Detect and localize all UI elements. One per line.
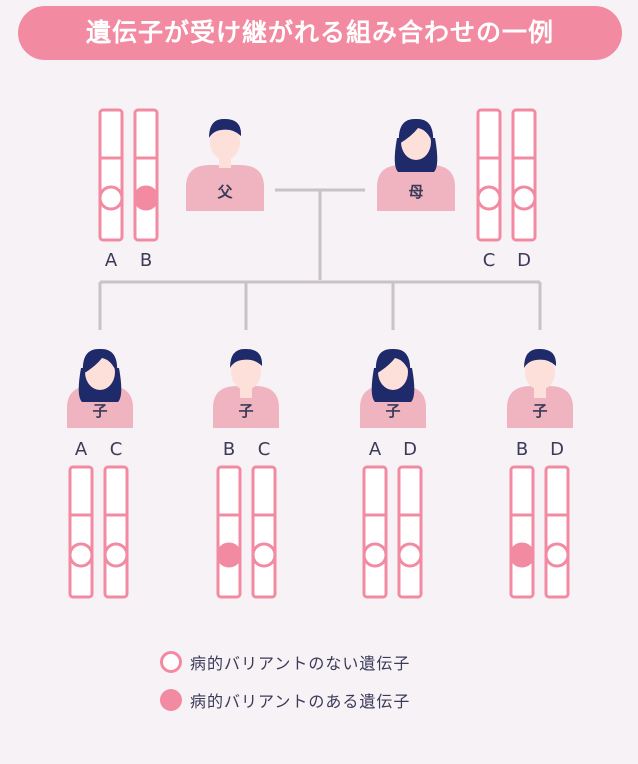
chromosome (133, 108, 159, 242)
face (525, 354, 555, 390)
chromosome (216, 465, 242, 599)
child-2-gene-label-1: B (223, 439, 235, 460)
child-1-chromosome-pair (68, 465, 129, 599)
chromosome (362, 465, 388, 599)
hair (398, 118, 434, 144)
mother-gene-label-1: C (483, 250, 496, 271)
normal-gene-marker (68, 542, 94, 568)
child-4-gene-label-2: D (550, 439, 564, 460)
child-2-gene-label-2: C (258, 439, 271, 460)
child-1-gene-label-2: C (110, 439, 123, 460)
chromosome-body (397, 465, 423, 599)
normal-gene-swatch-icon (160, 651, 182, 673)
father-gene-label-2: B (140, 250, 152, 271)
chromosome (251, 465, 277, 599)
child-figure-4: 子 (507, 348, 573, 428)
chromosome-body (544, 465, 570, 599)
chromosome-body (133, 108, 159, 242)
mother-figure: 母 (377, 118, 455, 211)
child-1-gene-label-1: A (75, 439, 88, 460)
legend-item-variant: 病的バリアントのある遺伝子 (160, 685, 520, 715)
hair (82, 348, 118, 374)
chromosome (98, 108, 124, 242)
torso (377, 165, 455, 211)
legend-label-normal: 病的バリアントのない遺伝子 (190, 654, 411, 673)
person-label: 子 (92, 402, 107, 420)
variant-gene-marker (509, 542, 535, 568)
chromosome (476, 108, 502, 242)
chromosome-body (251, 465, 277, 599)
variant-gene-marker (216, 542, 242, 568)
father-gene-label-1: A (105, 250, 118, 271)
hair (524, 348, 557, 368)
normal-gene-marker (103, 542, 129, 568)
chromosome-body (509, 465, 535, 599)
hair (209, 118, 242, 138)
torso (186, 165, 264, 211)
child-3-gene-label-1: A (369, 439, 382, 460)
chromosome-body (68, 465, 94, 599)
hair (230, 348, 263, 368)
legend-label-variant: 病的バリアントのある遺伝子 (190, 692, 411, 711)
face (210, 124, 240, 160)
chromosome (397, 465, 423, 599)
normal-gene-marker (362, 542, 388, 568)
chromosome (103, 465, 129, 599)
chromosome-body (511, 108, 537, 242)
person-label: 子 (238, 402, 253, 420)
chromosome (511, 108, 537, 242)
chromosome-body (476, 108, 502, 242)
chromosome (544, 465, 570, 599)
mother-gene-label-2: D (517, 250, 531, 271)
normal-gene-marker (511, 185, 537, 211)
child-2-chromosome-pair (216, 465, 277, 599)
chromosome-body (362, 465, 388, 599)
torso (507, 386, 573, 428)
chromosome-body (103, 465, 129, 599)
child-figure-1: 子 (67, 348, 133, 428)
normal-gene-marker (476, 185, 502, 211)
chromosome-body (216, 465, 242, 599)
person-label: 子 (532, 402, 547, 420)
chromosome (68, 465, 94, 599)
person-label: 母 (408, 183, 423, 201)
variant-gene-marker (133, 185, 159, 211)
chromosome (509, 465, 535, 599)
child-figure-3: 子 (360, 348, 426, 428)
child-3-gene-label-2: D (403, 439, 417, 460)
father-figure: 父 (186, 118, 264, 211)
child-3-chromosome-pair (362, 465, 423, 599)
father-chromosome-pair (98, 108, 159, 242)
variant-gene-swatch-icon (160, 689, 182, 711)
mother-chromosome-pair (476, 108, 537, 242)
diagram-title: 遺伝子が受け継がれる組み合わせの一例 (18, 6, 622, 60)
legend-item-normal: 病的バリアントのない遺伝子 (160, 647, 520, 677)
normal-gene-marker (397, 542, 423, 568)
person-label: 子 (385, 402, 400, 420)
hair (375, 348, 411, 374)
normal-gene-marker (251, 542, 277, 568)
child-4-gene-label-1: B (516, 439, 528, 460)
child-4-chromosome-pair (509, 465, 570, 599)
normal-gene-marker (544, 542, 570, 568)
person-label: 父 (216, 183, 233, 201)
normal-gene-marker (98, 185, 124, 211)
face (231, 354, 261, 390)
chromosome-body (98, 108, 124, 242)
torso (213, 386, 279, 428)
child-figure-2: 子 (213, 348, 279, 428)
